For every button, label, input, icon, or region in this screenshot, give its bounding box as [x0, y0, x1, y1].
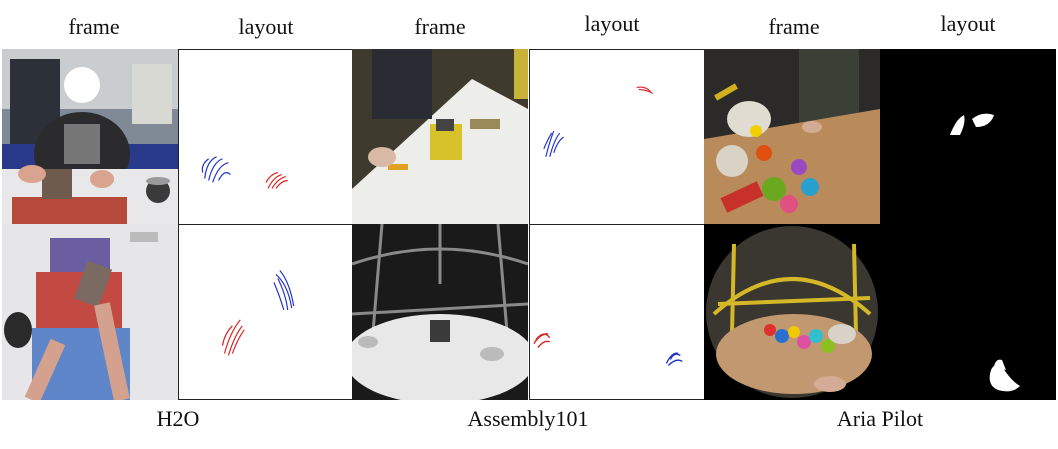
assembly101-frame-bottom-image [352, 224, 528, 400]
right-hand-layout-icon [665, 352, 683, 366]
column-header-layout-assembly: layout [584, 11, 640, 36]
left-hand-layout-icon [201, 156, 231, 183]
hand-mask-icon [950, 113, 994, 135]
column-header-frame-h2o: frame [68, 14, 120, 39]
right-hand-layout-icon [265, 172, 288, 189]
hand-mask-icon [989, 359, 1020, 392]
group-label-h2o: H2O [156, 406, 200, 431]
group-label-assembly101: Assembly101 [467, 406, 589, 431]
assembly101-layout-top-image [529, 49, 705, 225]
right-hand-layout-icon [221, 319, 245, 356]
left-hand-layout-icon [273, 270, 295, 311]
group-label-aria-pilot: Aria Pilot [836, 406, 924, 431]
aria-pilot-frame-bottom-image [704, 224, 880, 400]
assembly101-frame-top-image [352, 49, 528, 225]
assembly101-layout-bottom-image [529, 224, 705, 400]
left-hand-layout-icon [543, 130, 564, 157]
column-header-frame-assembly: frame [414, 14, 466, 39]
h2o-layout-bottom-image [178, 224, 354, 400]
h2o-frame-bottom-image [2, 224, 178, 400]
left-hand-layout-icon [533, 333, 551, 349]
aria-pilot-layout-bottom-image [880, 224, 1056, 400]
column-header-frame-aria: frame [768, 14, 820, 39]
right-hand-layout-icon [636, 86, 653, 94]
aria-pilot-layout-top-image [880, 49, 1056, 225]
column-header-layout-aria: layout [940, 11, 996, 36]
h2o-layout-top-image [178, 49, 354, 225]
column-header-layout-h2o: layout [238, 14, 294, 39]
aria-pilot-frame-top-image [704, 49, 880, 225]
h2o-frame-top-image [2, 49, 178, 225]
